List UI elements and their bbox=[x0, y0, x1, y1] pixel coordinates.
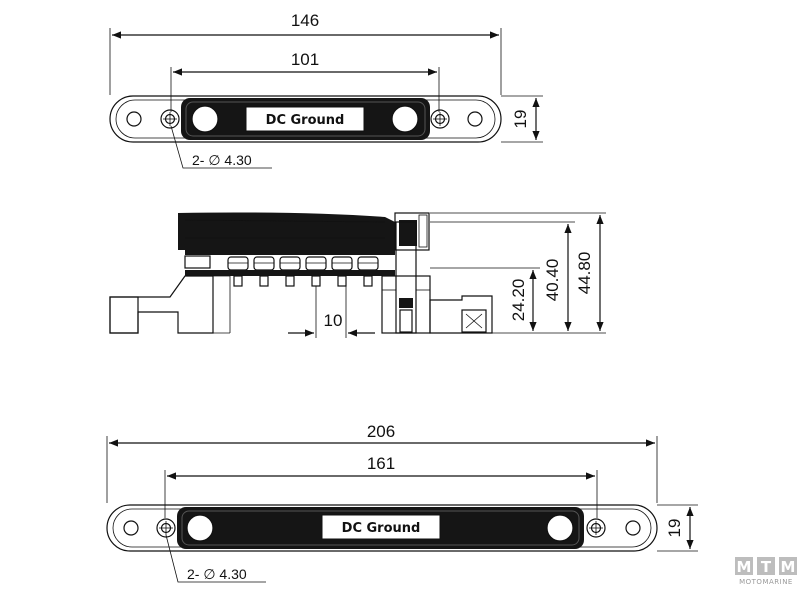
label-text: DC Ground bbox=[266, 113, 345, 128]
dim-overall-length-long: 206 bbox=[367, 422, 395, 441]
dim-hole-spacing: 101 bbox=[291, 50, 319, 69]
base-plate-long bbox=[106, 504, 658, 552]
label-plate bbox=[245, 106, 365, 132]
motomarine-logo: M T M MOTOMARINE bbox=[735, 557, 797, 586]
dim-width-long: 19 bbox=[665, 519, 684, 538]
top-view: 146 101 DC Ground bbox=[109, 11, 543, 169]
dim-hole-spacing-long: 161 bbox=[367, 454, 395, 473]
label-plate-long bbox=[321, 514, 441, 540]
base-plate bbox=[109, 95, 502, 143]
logo-subtitle: MOTOMARINE bbox=[739, 578, 793, 586]
dim-height-24-20: 24.20 bbox=[509, 279, 528, 322]
mounting-hole-right-long bbox=[586, 518, 606, 538]
dim-height-40-40: 40.40 bbox=[543, 259, 562, 302]
dim-overall-length: 146 bbox=[291, 11, 319, 30]
dim-width: 19 bbox=[511, 110, 530, 129]
terminal-screws bbox=[227, 256, 379, 271]
label-text-long: DC Ground bbox=[342, 521, 421, 536]
hole-callout: 2- ∅ 4.30 bbox=[192, 152, 252, 168]
mounting-hole-left bbox=[160, 109, 180, 129]
mounting-hole-left-long bbox=[156, 518, 176, 538]
logo-letter-1: M bbox=[737, 558, 752, 576]
side-view: 10 24.20 40.40 44.80 bbox=[109, 212, 606, 338]
logo-letter-3: M bbox=[781, 558, 796, 576]
dim-height-44-80: 44.80 bbox=[575, 252, 594, 295]
hole-callout-long: 2- ∅ 4.30 bbox=[187, 566, 247, 582]
mounting-hole-right bbox=[430, 109, 450, 129]
logo-letter-2: T bbox=[761, 558, 772, 576]
bottom-view: 206 161 DC Ground bbox=[106, 422, 698, 583]
dim-terminal-pitch: 10 bbox=[324, 311, 343, 330]
